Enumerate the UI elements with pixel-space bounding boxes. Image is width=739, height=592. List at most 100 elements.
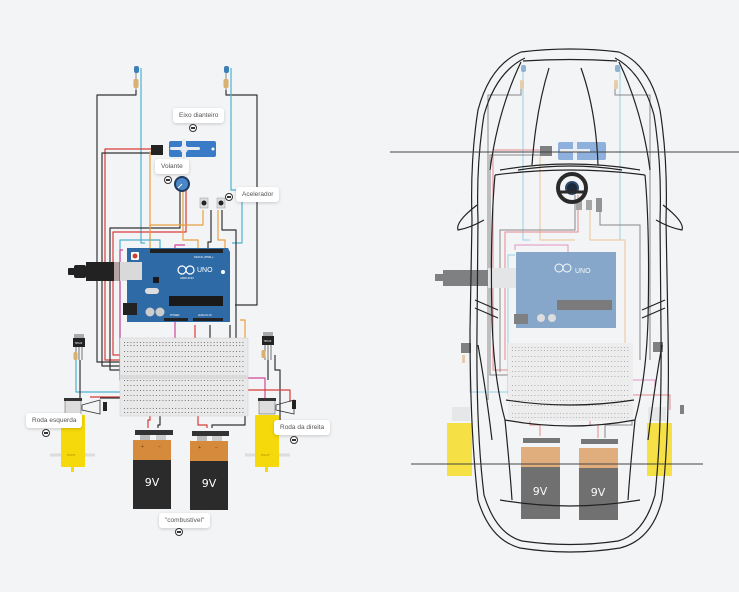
breadboard-hole (191, 356, 193, 357)
pushbutton-accelerator[interactable] (216, 197, 226, 209)
breadboard-hole (159, 390, 161, 391)
breadboard-hole (207, 380, 209, 381)
breadboard-hole (146, 361, 148, 362)
breadboard-hole (204, 342, 205, 343)
breadboard-hole (614, 356, 616, 357)
breadboard-hole (130, 390, 132, 391)
breadboard-hole (184, 371, 186, 372)
breadboard-hole (159, 351, 161, 352)
collapse-fuel-icon[interactable] (175, 528, 183, 536)
breadboard-hole (515, 395, 517, 396)
breadboard-hole (239, 361, 241, 362)
breadboard-hole (140, 371, 141, 372)
breadboard[interactable] (119, 337, 249, 417)
car-motor-left (447, 423, 472, 476)
breadboard-hole (162, 390, 164, 391)
breadboard-hole (547, 376, 549, 377)
collapse-right-wheel-icon[interactable] (290, 436, 298, 444)
label-accelerator[interactable]: Acelerador (236, 187, 280, 202)
label-front-axle[interactable]: Eixo dianteiro (173, 108, 225, 123)
breadboard-hole (210, 400, 212, 401)
breadboard-hole (188, 342, 189, 343)
breadboard-hole (127, 395, 129, 396)
breadboard-hole (582, 361, 584, 362)
breadboard-hole (604, 376, 606, 377)
label-fuel[interactable]: "combustível" (159, 513, 211, 528)
breadboard-hole (127, 412, 129, 413)
breadboard-hole (194, 345, 196, 346)
breadboard-hole (569, 347, 571, 348)
battery-left[interactable]: + − 9V (133, 430, 173, 509)
transistor-right[interactable]: TIP120 (261, 332, 275, 360)
servo-motor[interactable] (151, 139, 216, 159)
motor-right[interactable]: PILOT (245, 398, 296, 472)
breadboard-hole (178, 345, 180, 346)
breadboard-hole (550, 417, 552, 418)
breadboard-hole (146, 342, 148, 343)
breadboard-hole (521, 361, 523, 362)
breadboard-hole (210, 345, 212, 346)
breadboard-hole (178, 361, 180, 362)
breadboard-hole (627, 376, 629, 377)
breadboard-hole (172, 380, 173, 381)
breadboard-hole (611, 376, 613, 377)
breadboard-hole (200, 385, 202, 386)
label-right-wheel[interactable]: Roda da direita (274, 420, 331, 435)
collapse-left-wheel-icon[interactable] (42, 429, 50, 437)
breadboard-hole (560, 417, 561, 418)
breadboard-hole (216, 400, 218, 401)
breadboard-hole (588, 350, 590, 351)
breadboard-hole (569, 413, 571, 414)
collapse-steering-wheel-icon[interactable] (164, 176, 172, 184)
breadboard-hole (188, 351, 189, 352)
breadboard-hole (172, 400, 173, 401)
breadboard-hole (582, 356, 584, 357)
potentiometer[interactable] (174, 176, 190, 192)
label-left-wheel[interactable]: Roda esquerda (26, 413, 83, 428)
label-steering-wheel[interactable]: Volante (155, 159, 189, 174)
breadboard-hole (172, 390, 173, 391)
breadboard-hole (588, 405, 590, 406)
breadboard-hole (213, 385, 215, 386)
breadboard-hole (531, 417, 533, 418)
breadboard-hole (553, 395, 555, 396)
breadboard-hole (518, 347, 520, 348)
breadboard-hole (563, 385, 565, 386)
breadboard-hole (220, 408, 221, 409)
breadboard-hole (204, 345, 205, 346)
breadboard-hole (226, 345, 228, 346)
breadboard-hole (614, 361, 616, 362)
breadboard-hole (216, 371, 218, 372)
breadboard-hole (550, 400, 552, 401)
battery-right[interactable]: + − 9V (190, 431, 229, 510)
breadboard-hole (572, 417, 574, 418)
breadboard-hole (595, 356, 597, 357)
arduino-uno[interactable]: ARDUINO UNO DIGITAL (PWM~) POWER ANALOG … (120, 248, 230, 322)
breadboard-hole (611, 347, 613, 348)
breadboard-hole (512, 350, 513, 351)
breadboard-hole (207, 400, 209, 401)
collapse-accelerator-icon[interactable] (225, 193, 233, 201)
breadboard-hole (528, 347, 529, 348)
breadboard-hole (556, 356, 558, 357)
pushbutton-brake[interactable] (199, 197, 209, 209)
transistor-left[interactable]: TIP120 (73, 334, 85, 360)
breadboard-hole (156, 400, 157, 401)
breadboard-hole (540, 361, 542, 362)
breadboard-hole (608, 400, 609, 401)
breadboard-hole (553, 385, 555, 386)
breadboard-hole (620, 376, 622, 377)
breadboard-hole (152, 345, 154, 346)
breadboard-hole (518, 400, 520, 401)
motor-left[interactable]: PILOT (50, 398, 107, 472)
breadboard-hole (124, 351, 125, 352)
led-right[interactable] (223, 66, 230, 90)
breadboard-hole (232, 395, 234, 396)
breadboard-hole (242, 342, 244, 343)
breadboard-hole (213, 351, 215, 352)
collapse-front-axle-icon[interactable] (189, 124, 197, 132)
breadboard-hole (566, 356, 568, 357)
breadboard-hole (146, 351, 148, 352)
led-left[interactable] (133, 66, 140, 90)
